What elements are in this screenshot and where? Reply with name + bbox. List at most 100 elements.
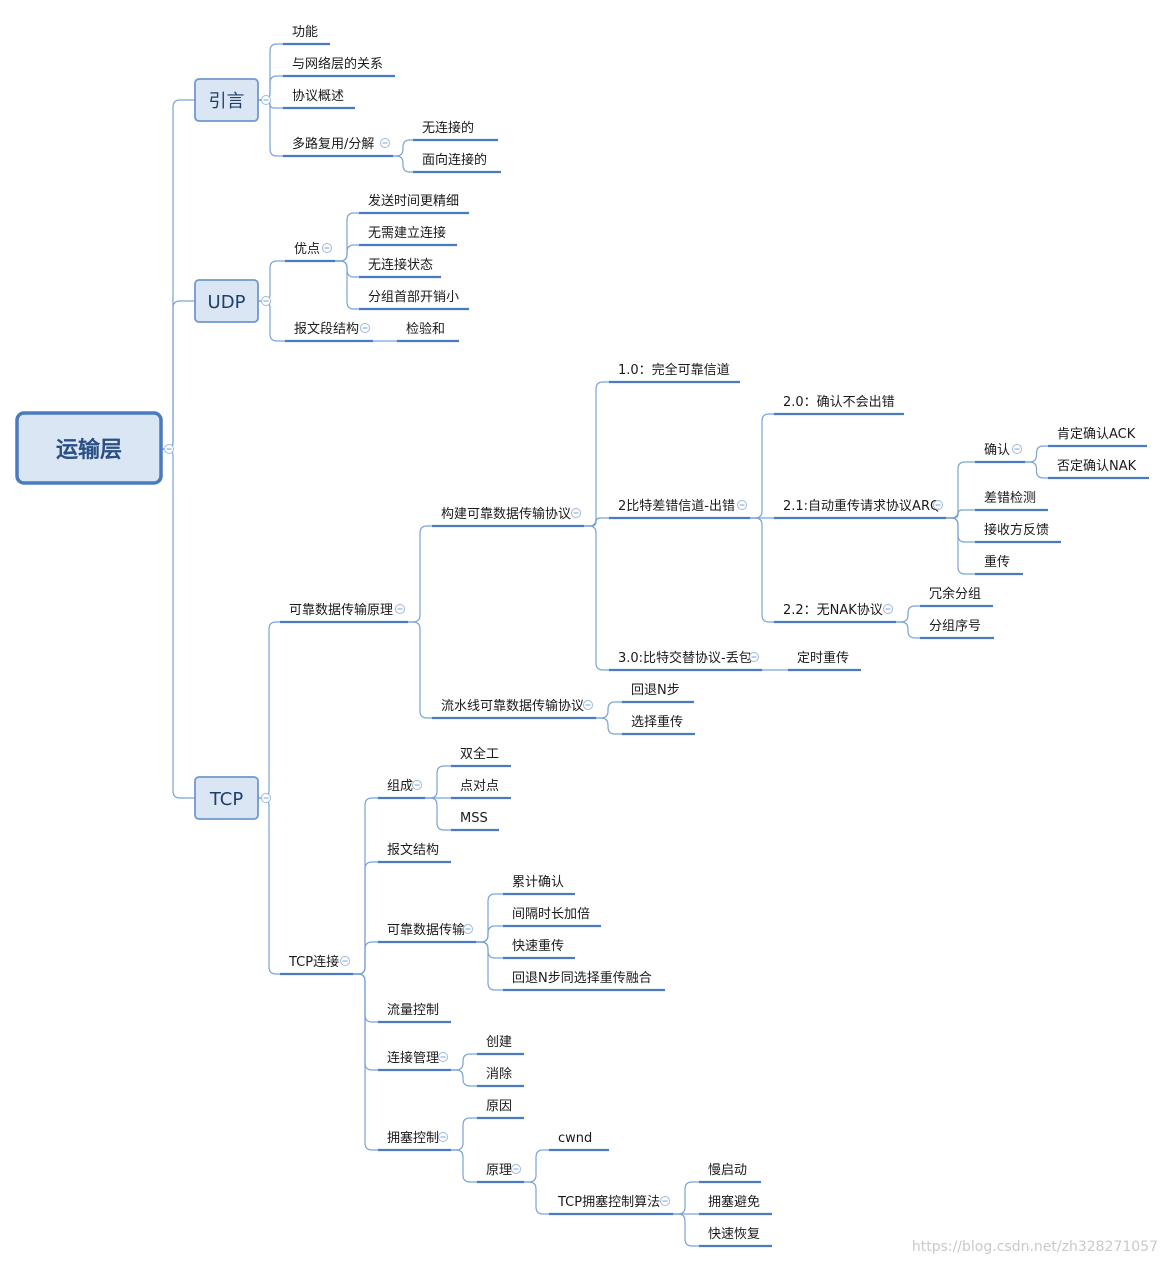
topic-label: 重传 <box>984 554 1010 570</box>
node-cwnd[interactable]: cwnd <box>549 1131 609 1152</box>
topic-label: 2.0：确认不会出错 <box>783 395 895 410</box>
node-dbl[interactable]: 间隔时长加倍 <box>503 907 601 928</box>
node-adv1[interactable]: 发送时间更精细 <box>359 193 469 215</box>
topic-label: 双全工 <box>460 746 499 762</box>
topic-label: 与网络层的关系 <box>292 56 383 72</box>
node-intro[interactable]: 引言 <box>194 78 259 122</box>
collapse-toggle-icon[interactable] <box>1012 444 1022 454</box>
node-intro-func[interactable]: 功能 <box>283 25 330 46</box>
node-udp-chk[interactable]: 检验和 <box>397 321 459 343</box>
node-p2p[interactable]: 点对点 <box>451 779 511 800</box>
collapse-toggle-icon[interactable] <box>583 700 593 710</box>
node-udp-adv[interactable]: 优点 <box>285 242 335 263</box>
connector-connmgmt-create <box>451 1053 477 1071</box>
node-tcp-seg[interactable]: 报文结构 <box>378 843 451 864</box>
connector-pipe-gbn <box>596 701 622 719</box>
node-seq[interactable]: 分组序号 <box>920 619 994 640</box>
node-avoid[interactable]: 拥塞避免 <box>699 1194 772 1216</box>
collapse-toggle-icon[interactable] <box>571 508 581 518</box>
topic-label: 差错检测 <box>984 491 1036 506</box>
connector-udp-udp_adv <box>258 260 285 302</box>
collapse-toggle-icon[interactable] <box>340 956 350 966</box>
collapse-toggle-icon[interactable] <box>395 604 405 614</box>
node-cong[interactable]: 拥塞控制 <box>378 1130 451 1152</box>
node-timer[interactable]: 定时重传 <box>788 650 861 672</box>
node-ack[interactable]: 确认 <box>975 443 1025 464</box>
connector-udp-udp_seg <box>258 300 285 342</box>
node-fast[interactable]: 快速重传 <box>503 938 575 960</box>
node-mux-co[interactable]: 面向连接的 <box>413 152 501 174</box>
node-intro-overview[interactable]: 协议概述 <box>283 89 355 110</box>
node-recv-fb[interactable]: 接收方反馈 <box>975 522 1061 544</box>
collapse-toggle-icon[interactable] <box>380 138 390 148</box>
collapse-toggle-icon[interactable] <box>463 924 473 934</box>
collapse-toggle-icon[interactable] <box>412 780 422 790</box>
node-connmgmt[interactable]: 连接管理 <box>378 1050 451 1072</box>
root-label: 运输层 <box>56 437 122 463</box>
node-principle[interactable]: 原理 <box>477 1163 524 1184</box>
node-tcpconn[interactable]: TCP连接 <box>280 954 353 976</box>
node-udp-seg[interactable]: 报文段结构 <box>285 322 373 343</box>
node-root[interactable]: 运输层 <box>15 411 163 485</box>
collapse-toggle-icon[interactable] <box>360 323 370 333</box>
node-pipe[interactable]: 流水线可靠数据传输协议 <box>432 698 596 720</box>
node-merge[interactable]: 回退N步同选择重传融合 <box>503 970 665 992</box>
node-gbn[interactable]: 回退N步 <box>622 683 694 704</box>
node-dup[interactable]: 冗余分组 <box>920 586 993 608</box>
node-adv4[interactable]: 分组首部开销小 <box>359 290 469 311</box>
collapse-toggle-icon[interactable] <box>749 652 759 662</box>
node-rdt10[interactable]: 1.0：完全可靠信道 <box>609 362 740 384</box>
collapse-toggle-icon[interactable] <box>933 500 943 510</box>
collapse-toggle-icon[interactable] <box>261 793 271 803</box>
node-intro-mux[interactable]: 多路复用/分解 <box>283 136 393 158</box>
node-slow[interactable]: 慢启动 <box>699 1162 761 1184</box>
node-algo[interactable]: TCP拥塞控制算法 <box>549 1194 673 1216</box>
node-rdt21[interactable]: 2.1:自动重传请求协议ARQ <box>774 498 946 520</box>
node-cum[interactable]: 累计确认 <box>503 875 575 896</box>
node-rdt[interactable]: 可靠数据传输原理 <box>280 602 408 624</box>
node-rdt22[interactable]: 2.2：无NAK协议 <box>774 603 896 624</box>
node-udp[interactable]: UDP <box>194 279 259 323</box>
node-comp[interactable]: 组成 <box>378 779 425 800</box>
collapse-toggle-icon[interactable] <box>164 444 174 454</box>
collapse-toggle-icon[interactable] <box>660 1196 670 1206</box>
node-ack-pos[interactable]: 肯定确认ACK <box>1048 427 1147 448</box>
node-create[interactable]: 创建 <box>477 1035 524 1056</box>
topic-label: UDP <box>208 292 246 313</box>
node-mux-cl[interactable]: 无连接的 <box>413 120 498 142</box>
node-rdt20[interactable]: 2.0：确认不会出错 <box>774 395 904 416</box>
node-tcp-rdt[interactable]: 可靠数据传输 <box>378 922 476 944</box>
collapse-toggle-icon[interactable] <box>261 95 271 105</box>
connector-udp_adv-adv4 <box>335 260 359 310</box>
node-flow[interactable]: 流量控制 <box>378 1003 451 1024</box>
node-err-det[interactable]: 差错检测 <box>975 491 1048 512</box>
node-adv3[interactable]: 无连接状态 <box>359 257 441 279</box>
topic-label: 回退N步 <box>631 683 680 698</box>
topic-label: 定时重传 <box>797 650 849 666</box>
topic-label: 报文结构 <box>387 843 439 858</box>
connector-root-udp <box>161 300 195 450</box>
collapse-toggle-icon[interactable] <box>261 296 271 306</box>
node-rdt30[interactable]: 3.0:比特交替协议-丢包 <box>609 650 762 672</box>
connector-connmgmt-remove <box>451 1069 477 1087</box>
node-sr[interactable]: 选择重传 <box>622 714 695 736</box>
node-intro-rel[interactable]: 与网络层的关系 <box>283 56 395 78</box>
node-rdt2[interactable]: 2比特差错信道-出错 <box>609 499 750 520</box>
node-recover[interactable]: 快速恢复 <box>699 1227 772 1248</box>
collapse-toggle-icon[interactable] <box>438 1052 448 1062</box>
node-tcp[interactable]: TCP <box>194 776 259 820</box>
node-ack-neg[interactable]: 否定确认NAK <box>1048 459 1149 480</box>
topic-label: 拥塞控制 <box>387 1130 439 1146</box>
collapse-toggle-icon[interactable] <box>737 500 747 510</box>
collapse-toggle-icon[interactable] <box>438 1132 448 1142</box>
collapse-toggle-icon[interactable] <box>322 243 332 253</box>
collapse-toggle-icon[interactable] <box>883 604 893 614</box>
node-duplex[interactable]: 双全工 <box>451 746 511 768</box>
node-remove[interactable]: 消除 <box>477 1067 524 1088</box>
node-retx[interactable]: 重传 <box>975 554 1023 576</box>
node-mss[interactable]: MSS <box>451 811 499 832</box>
collapse-toggle-icon[interactable] <box>511 1164 521 1174</box>
node-reason[interactable]: 原因 <box>477 1099 524 1120</box>
node-build[interactable]: 构建可靠数据传输协议 <box>432 506 584 528</box>
node-adv2[interactable]: 无需建立连接 <box>359 225 457 247</box>
